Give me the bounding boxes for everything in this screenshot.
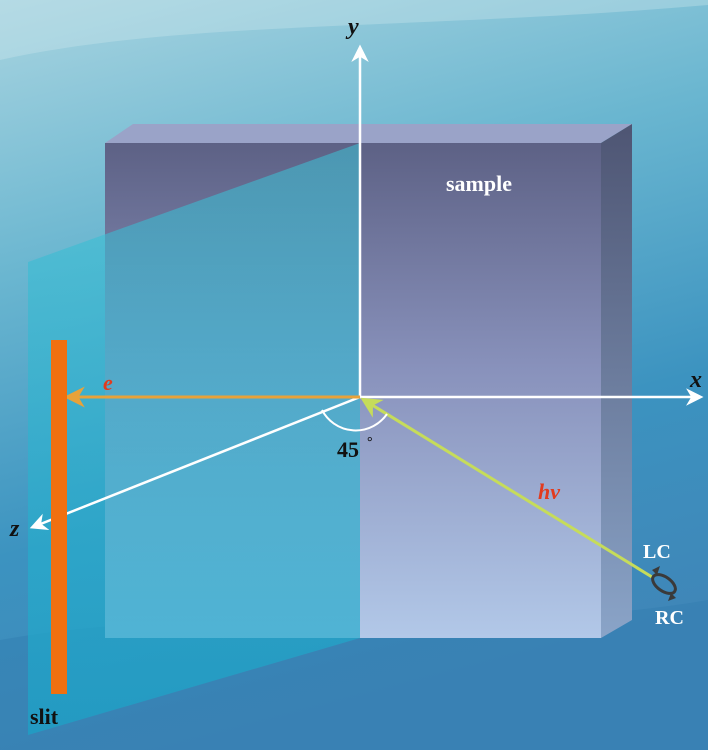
sample-top-face <box>105 124 632 143</box>
photon-label: hv <box>538 479 560 504</box>
angle-value-label: 45 <box>337 437 359 462</box>
angle-arc <box>321 409 388 432</box>
right-circular-label: RC <box>655 607 684 629</box>
z-axis-label: z <box>9 516 20 542</box>
left-circular-label: LC <box>643 541 671 563</box>
sample-side-face <box>601 124 632 638</box>
x-axis-label: x <box>689 367 702 393</box>
slit-plane <box>28 143 360 735</box>
y-axis-label: y <box>345 14 359 40</box>
photon-beam-arrow <box>360 397 653 579</box>
circular-polarization-icon <box>651 566 677 601</box>
electron-label: e <box>103 370 113 395</box>
angle-unit-label: ° <box>367 435 373 450</box>
background-streak <box>0 0 708 60</box>
z-axis <box>29 395 361 530</box>
slit-label: slit <box>30 704 59 729</box>
sample-label: sample <box>446 171 512 196</box>
slit-bar <box>51 340 67 694</box>
